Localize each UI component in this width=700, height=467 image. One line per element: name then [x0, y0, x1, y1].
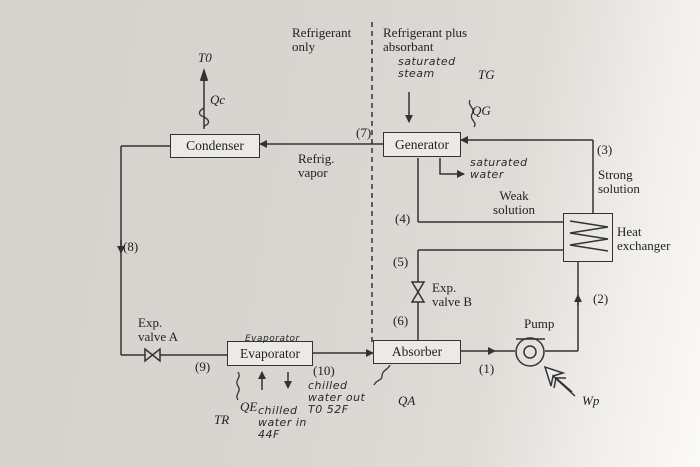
- note-chilled-water-in: chilled water in 44F: [258, 404, 307, 441]
- note-chilled-water-out: chilled water out T0 52F: [308, 379, 366, 416]
- heat-exchanger-box: [563, 213, 613, 262]
- evaporator-label: Evaporator: [240, 345, 300, 361]
- symbol-qa: QA: [398, 393, 416, 408]
- state-point-7: (7): [356, 125, 372, 140]
- symbol-tr: TR: [214, 412, 230, 427]
- state-point-8: (8): [123, 239, 139, 254]
- pump-label: Pump: [524, 316, 555, 331]
- symbol-wp: Wp: [582, 393, 600, 408]
- condenser-label: Condenser: [186, 138, 244, 153]
- heat-exchanger-label: Heat exchanger: [617, 224, 671, 253]
- exp-valve-a-symbol: [144, 347, 161, 363]
- refrig-vapor-label: Refrig. vapor: [298, 151, 335, 180]
- absorber-label: Absorber: [391, 344, 443, 359]
- symbol-qc: Qc: [210, 92, 226, 107]
- symbol-t0: T0: [198, 50, 212, 65]
- state-point-4: (4): [395, 211, 411, 226]
- exp-valve-a-label: Exp. valve A: [138, 315, 179, 344]
- t0-arrowhead: [200, 68, 208, 80]
- hx-coil: [569, 220, 609, 252]
- exp-valve-b-label: Exp. valve B: [432, 280, 473, 309]
- state-point-10: (10): [313, 363, 335, 378]
- state-point-1: (1): [479, 361, 495, 376]
- region-left-label: Refrigerant only: [292, 25, 352, 54]
- qe-squiggle: [236, 371, 240, 401]
- condenser-box: Condenser: [170, 134, 260, 158]
- water-out-arrow: [439, 158, 465, 178]
- qc-squiggle: [198, 107, 210, 127]
- state-point-6: (6): [393, 313, 409, 328]
- wp-arrow: [543, 365, 576, 397]
- region-right-label: Refrigerant plus absorbant: [383, 25, 468, 54]
- qa-squiggle: [373, 364, 391, 386]
- state-point-5: (5): [393, 254, 409, 269]
- note-evap-name: Evaporator: [245, 334, 300, 344]
- exp-valve-b-symbol: [410, 281, 426, 303]
- generator-box: Generator: [383, 132, 461, 157]
- state-point-9: (9): [195, 359, 211, 374]
- absorber-box: Absorber: [373, 340, 461, 364]
- state-point-3: (3): [597, 142, 613, 157]
- symbol-tg: TG: [478, 67, 495, 82]
- state-point-2: (2): [593, 291, 609, 306]
- qg-squiggle: [468, 99, 476, 128]
- symbol-qe: QE: [240, 399, 258, 414]
- pump-symbol: [515, 337, 545, 367]
- generator-label: Generator: [395, 136, 449, 152]
- strong-solution-label: Strong solution: [598, 167, 640, 196]
- note-saturated-steam: saturated steam: [398, 55, 456, 80]
- symbol-qg: QG: [472, 103, 491, 118]
- weak-solution-label: Weak solution: [493, 188, 535, 217]
- note-saturated-water: saturated water: [470, 156, 528, 181]
- evaporator-box: Evaporator: [227, 341, 313, 366]
